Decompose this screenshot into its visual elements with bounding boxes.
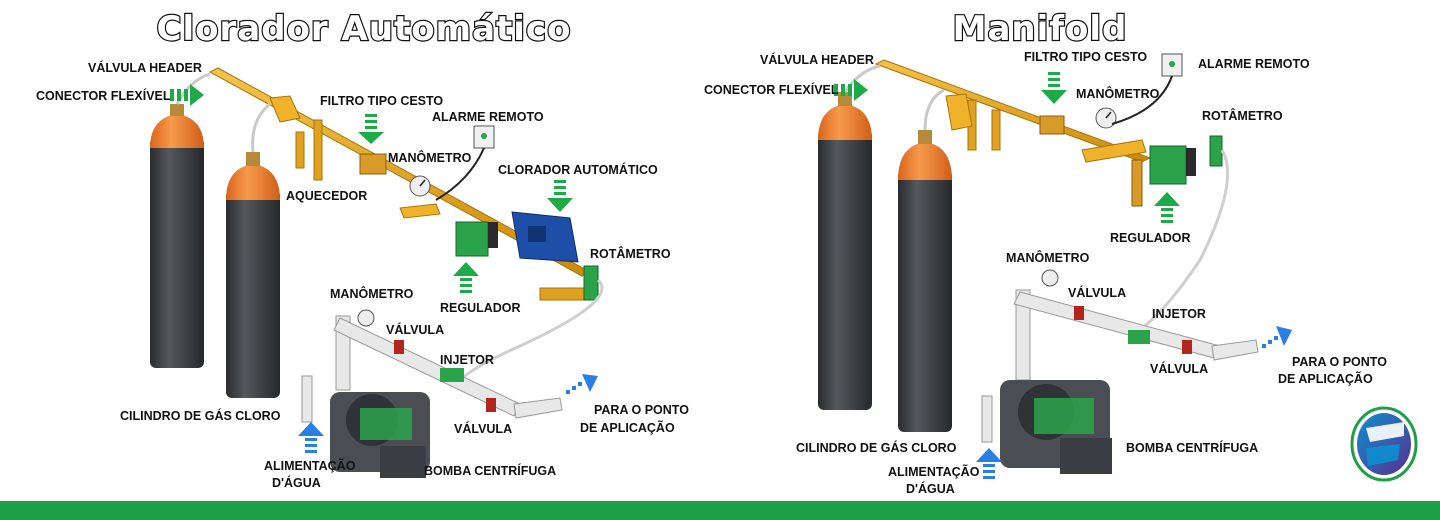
right-label-valvula-upper: VÁLVULA	[1068, 285, 1126, 300]
left-water-line	[301, 309, 563, 423]
right-label-valvula-lower: VÁLVULA	[1150, 361, 1208, 376]
right-rotameter	[1129, 135, 1230, 338]
right-centrifugal-pump	[1000, 380, 1112, 474]
left-label-manometro-top: MANÔMETRO	[388, 150, 472, 165]
right-label-alimentacao: ALIMENTAÇÃO	[888, 464, 980, 479]
left-label-valvula-header: VÁLVULA HEADER	[88, 60, 202, 75]
right-label-dagua: D'ÁGUA	[906, 481, 955, 496]
left-label-injetor: INJETOR	[440, 353, 494, 367]
left-centrifugal-pump	[330, 392, 430, 478]
left-label-manometro-bottom: MANÔMETRO	[330, 286, 414, 301]
left-arrow-filter	[358, 114, 384, 144]
left-label-conector-flexivel: CONECTOR FLEXÍVEL	[36, 88, 171, 103]
right-label-para-o-ponto: PARA O PONTO	[1292, 355, 1387, 369]
left-label-valvula-lower: VÁLVULA	[454, 421, 512, 436]
left-remote-alarm-icon	[435, 125, 495, 201]
left-label-rotametro: ROTÂMETRO	[590, 246, 671, 261]
right-basket-filter	[1039, 115, 1065, 135]
left-arrow-application	[566, 374, 598, 394]
left-label-bomba: BOMBA CENTRÍFUGA	[424, 463, 556, 478]
left-lower-gauge-icon	[357, 309, 375, 327]
left-label-alarme: ALARME REMOTO	[432, 110, 544, 124]
right-label-manometro-top: MANÔMETRO	[1076, 86, 1160, 101]
right-arrow-water-in	[976, 448, 1002, 479]
left-label-alimentacao: ALIMENTAÇÃO	[264, 458, 356, 473]
left-basket-filter	[359, 153, 387, 175]
right-label-injetor: INJETOR	[1152, 307, 1206, 321]
left-arrow-connector	[170, 84, 204, 106]
left-label-valvula-upper: VÁLVULA	[386, 322, 444, 337]
right-regulator	[1149, 145, 1196, 185]
left-arrow-chlorinator	[547, 180, 573, 212]
left-panel: Clorador Automático	[36, 8, 689, 490]
right-label-de-aplicacao: DE APLICAÇÃO	[1278, 371, 1373, 386]
right-water-line	[981, 269, 1259, 443]
right-lower-gauge-icon	[1041, 269, 1059, 287]
right-arrow-filter	[1041, 72, 1067, 104]
right-label-bomba: BOMBA CENTRÍFUGA	[1126, 440, 1258, 455]
right-cylinder-2	[898, 130, 952, 432]
left-automatic-chlorinator	[511, 211, 579, 263]
left-arrow-water-in	[298, 422, 324, 453]
left-cylinder-1	[150, 104, 204, 368]
left-label-para-o-ponto: PARA O PONTO	[594, 403, 689, 417]
right-label-filtro: FILTRO TIPO CESTO	[1024, 50, 1147, 64]
left-arrow-regulator	[453, 262, 479, 293]
right-header-pipe	[874, 59, 1152, 207]
right-label-cilindro: CILINDRO DE GÁS CLORO	[796, 440, 957, 455]
right-arrow-application	[1262, 326, 1292, 348]
right-flexible-connector	[843, 64, 881, 93]
left-label-filtro: FILTRO TIPO CESTO	[320, 94, 443, 108]
company-logo-icon	[1350, 406, 1418, 482]
bottom-accent-bar	[0, 501, 1440, 520]
right-arrow-connector	[834, 79, 868, 101]
left-cylinder-2	[226, 152, 280, 398]
right-arrow-regulator	[1154, 192, 1180, 223]
right-label-valvula-header: VÁLVULA HEADER	[760, 52, 874, 67]
right-label-manometro-mid: MANÔMETRO	[1006, 250, 1090, 265]
left-label-de-aplicacao: DE APLICAÇÃO	[580, 420, 675, 435]
right-label-regulador: REGULADOR	[1110, 231, 1191, 245]
left-regulator	[455, 221, 498, 257]
left-label-clorador: CLORADOR AUTOMÁTICO	[498, 162, 658, 177]
right-remote-alarm-icon	[1111, 53, 1183, 125]
right-panel: Manifold	[704, 8, 1387, 496]
right-cylinder-1	[818, 92, 872, 410]
right-gauge-icon	[1095, 107, 1117, 129]
left-label-regulador: REGULADOR	[440, 301, 521, 315]
left-label-dagua: D'ÁGUA	[272, 475, 321, 490]
left-label-cilindro: CILINDRO DE GÁS CLORO	[120, 408, 281, 423]
left-label-aquecedor: AQUECEDOR	[286, 189, 367, 203]
right-title: Manifold	[953, 9, 1128, 49]
left-title: Clorador Automático	[157, 9, 572, 49]
left-rotameter	[454, 265, 604, 386]
left-gauge-icon	[409, 175, 431, 197]
right-label-conector-flexivel: CONECTOR FLEXÍVEL	[704, 82, 839, 97]
right-label-alarme: ALARME REMOTO	[1198, 57, 1310, 71]
right-label-rotametro: ROTÂMETRO	[1202, 108, 1283, 123]
